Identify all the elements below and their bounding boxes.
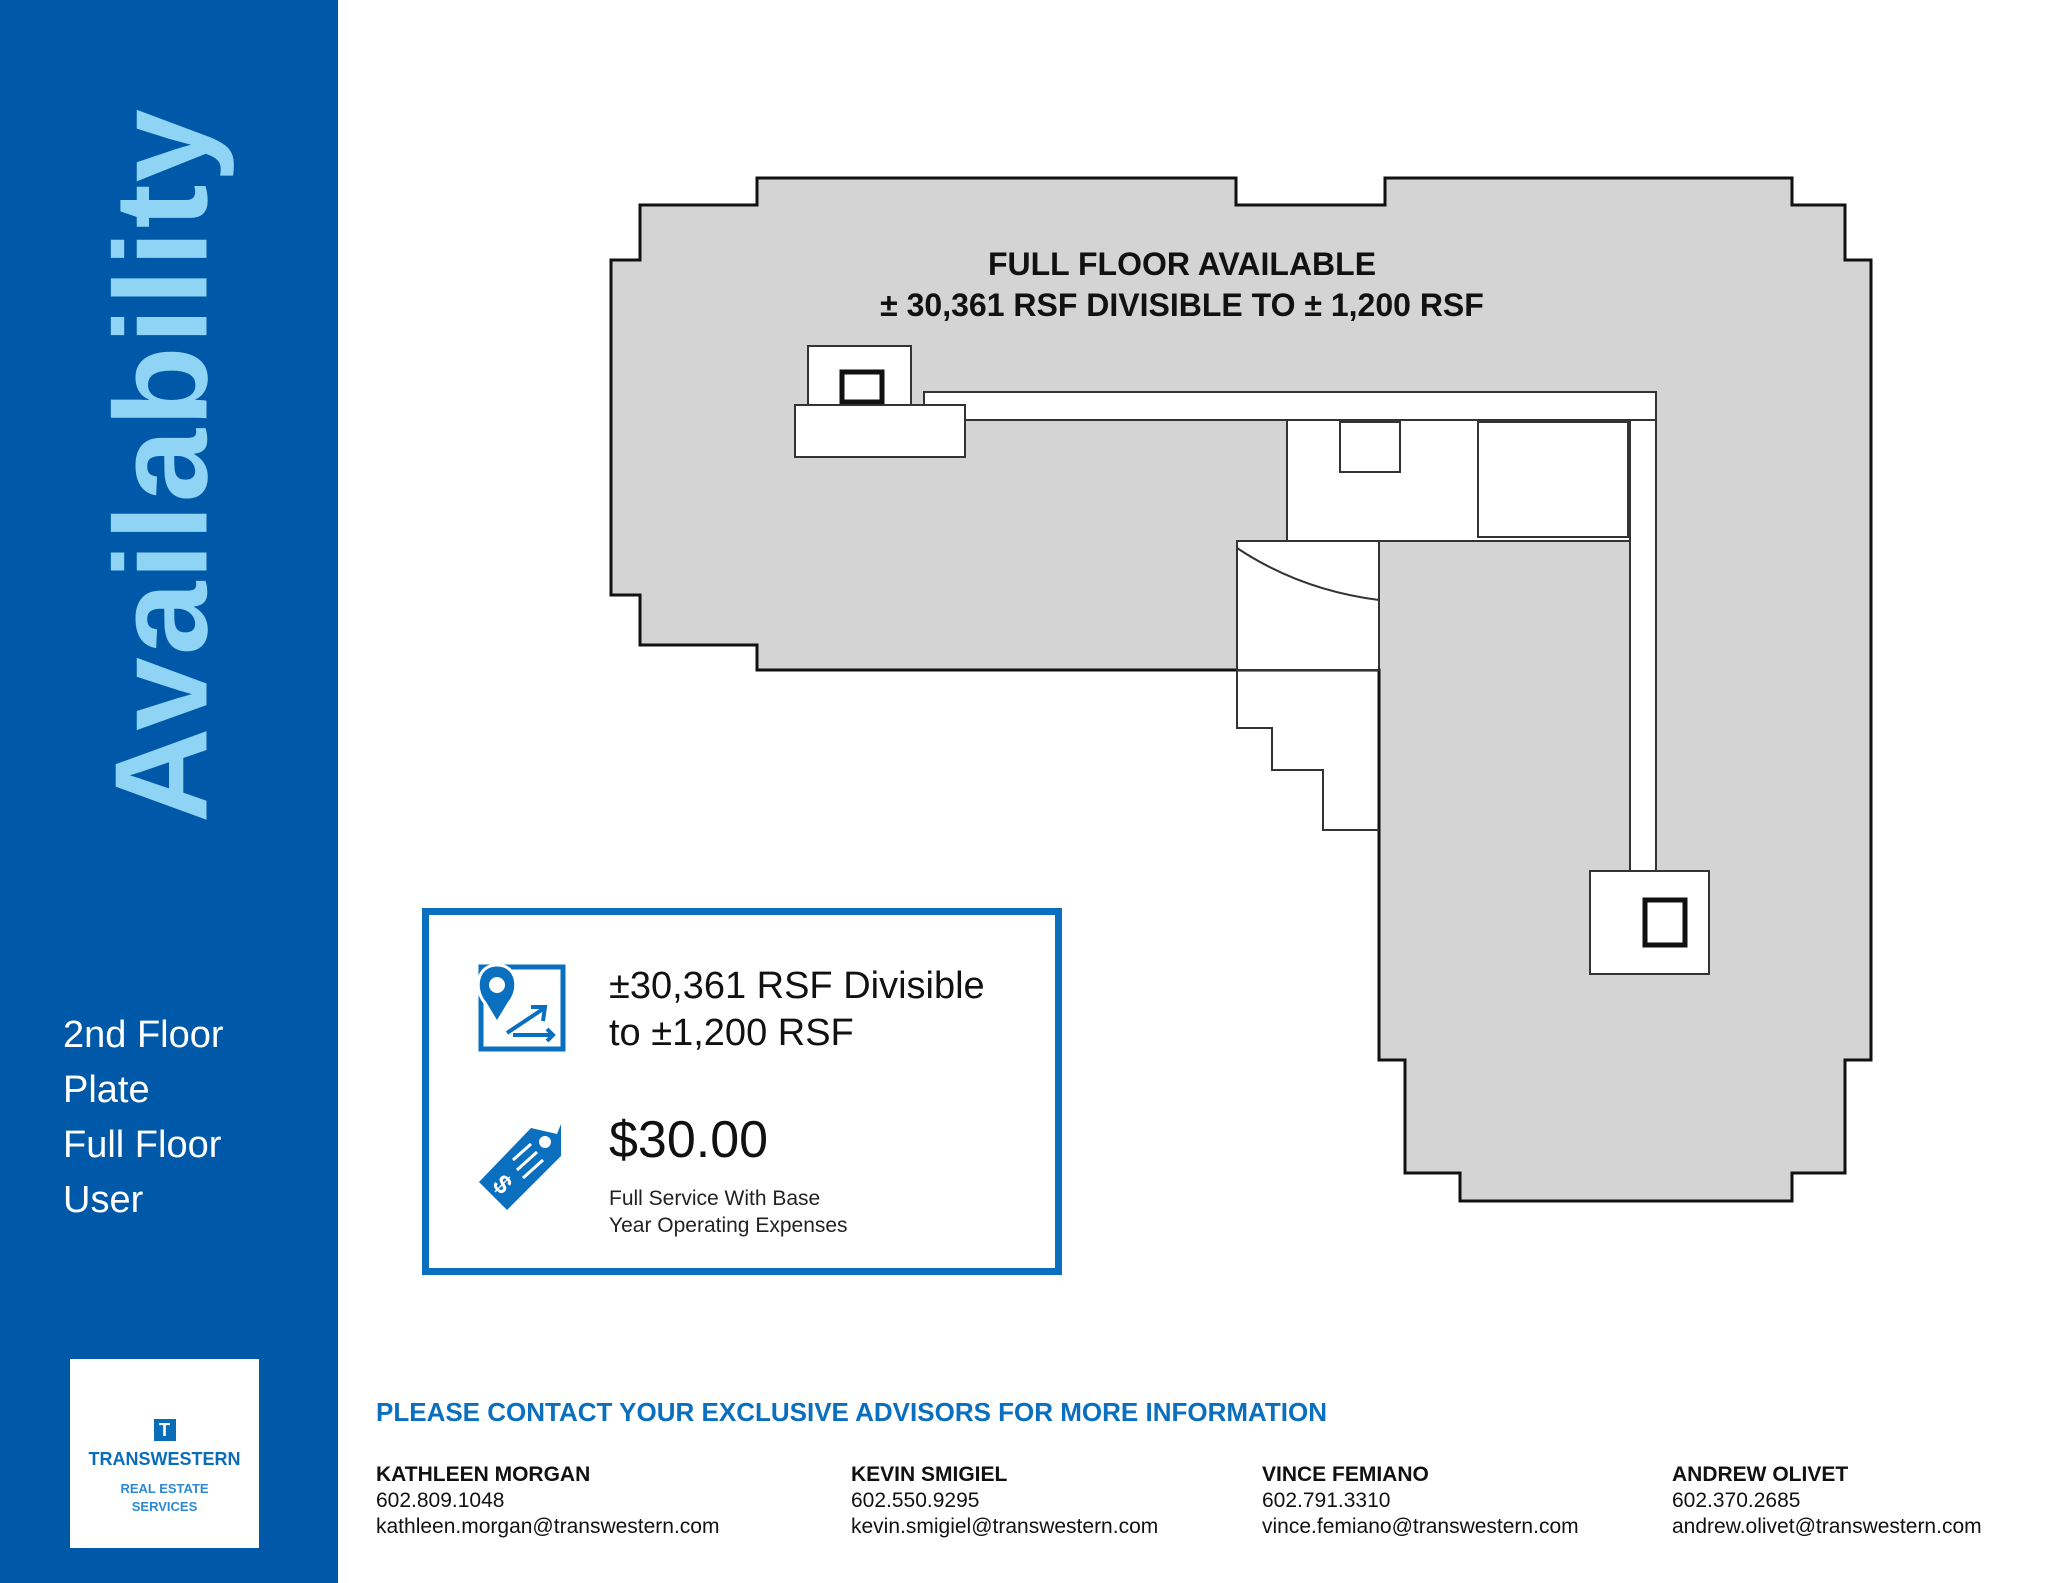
floor-line: Plate <box>63 1069 150 1111</box>
advisor-name: VINCE FEMIANO <box>1262 1463 1429 1486</box>
floor-line: User <box>63 1179 144 1221</box>
lobby-door-arc <box>1236 547 1380 601</box>
logo-sub: REAL ESTATE SERVICES <box>70 1480 259 1516</box>
logo-sub-line: REAL ESTATE <box>120 1481 209 1496</box>
advisor-name: KEVIN SMIGIEL <box>851 1463 1008 1486</box>
advisor-phone[interactable]: 602.791.3310 <box>1262 1489 1391 1512</box>
stair-west <box>807 345 912 410</box>
floor-line: Full Floor <box>63 1124 222 1166</box>
floor-plan-title: FULL FLOOR AVAILABLE ± 30,361 RSF DIVISI… <box>880 244 1484 326</box>
advisor-name: KATHLEEN MORGAN <box>376 1463 591 1486</box>
size-line: ±30,361 RSF Divisible <box>609 965 985 1007</box>
transwestern-logo: T TRANSWESTERN REAL ESTATE SERVICES <box>70 1359 259 1548</box>
stair-south-core <box>1642 897 1688 948</box>
advisor-email[interactable]: kevin.smigiel@transwestern.com <box>851 1515 1159 1538</box>
price-note: Full Service With Base Year Operating Ex… <box>609 1185 848 1239</box>
advisor-email[interactable]: kathleen.morgan@transwestern.com <box>376 1515 720 1538</box>
advisor-card: VINCE FEMIANO 602.791.3310 vince.femiano… <box>1262 1462 1579 1540</box>
size-text: ±30,361 RSF Divisible to ±1,200 RSF <box>609 963 985 1057</box>
note-line: Full Service With Base <box>609 1187 821 1210</box>
advisor-phone[interactable]: 602.370.2685 <box>1672 1489 1801 1512</box>
corridor <box>923 391 1657 421</box>
logo-brand: TRANSWESTERN <box>88 1449 241 1469</box>
price-tag-icon: $ <box>479 1124 561 1210</box>
title-line: ± 30,361 RSF DIVISIBLE TO ± 1,200 RSF <box>880 287 1484 323</box>
price: $30.00 <box>609 1111 769 1169</box>
title-line: FULL FLOOR AVAILABLE <box>987 246 1377 282</box>
logo-sub-line: SERVICES <box>131 1499 198 1514</box>
floor-line: 2nd Floor <box>63 1014 224 1056</box>
size-line: to ±1,200 RSF <box>609 1012 854 1054</box>
vertical-corridor <box>1629 419 1657 872</box>
info-box: ±30,361 RSF Divisible to ±1,200 RSF $ $3… <box>422 908 1062 1275</box>
advisor-name: ANDREW OLIVET <box>1672 1463 1849 1486</box>
advisor-card: KEVIN SMIGIEL 602.550.9295 kevin.smigiel… <box>851 1462 1158 1540</box>
sidebar: Availability 2nd Floor Plate Full Floor … <box>0 0 338 1583</box>
contact-heading: PLEASE CONTACT YOUR EXCLUSIVE ADVISORS F… <box>376 1397 1327 1427</box>
stair-west-core <box>839 369 885 405</box>
advisor-phone[interactable]: 602.550.9295 <box>851 1489 980 1512</box>
advisor-email[interactable]: vince.femiano@transwestern.com <box>1262 1515 1579 1538</box>
advisor-email[interactable]: andrew.olivet@transwestern.com <box>1672 1515 1982 1538</box>
stair-south <box>1589 870 1710 975</box>
logo-mark-icon: T <box>153 1419 176 1441</box>
advisor-phone[interactable]: 602.809.1048 <box>376 1489 505 1512</box>
note-line: Year Operating Expenses <box>609 1214 848 1237</box>
advisor-card: ANDREW OLIVET 602.370.2685 andrew.olivet… <box>1672 1462 1982 1540</box>
restrooms <box>1477 421 1629 538</box>
entry-walls <box>1236 670 1379 831</box>
elevator <box>1339 421 1401 473</box>
floor-description: 2nd Floor Plate Full Floor User <box>63 1008 224 1228</box>
map-pin-arrow-icon <box>476 963 566 1052</box>
advisor-card: KATHLEEN MORGAN 602.809.1048 kathleen.mo… <box>376 1462 719 1540</box>
west-vestibule <box>794 404 966 458</box>
